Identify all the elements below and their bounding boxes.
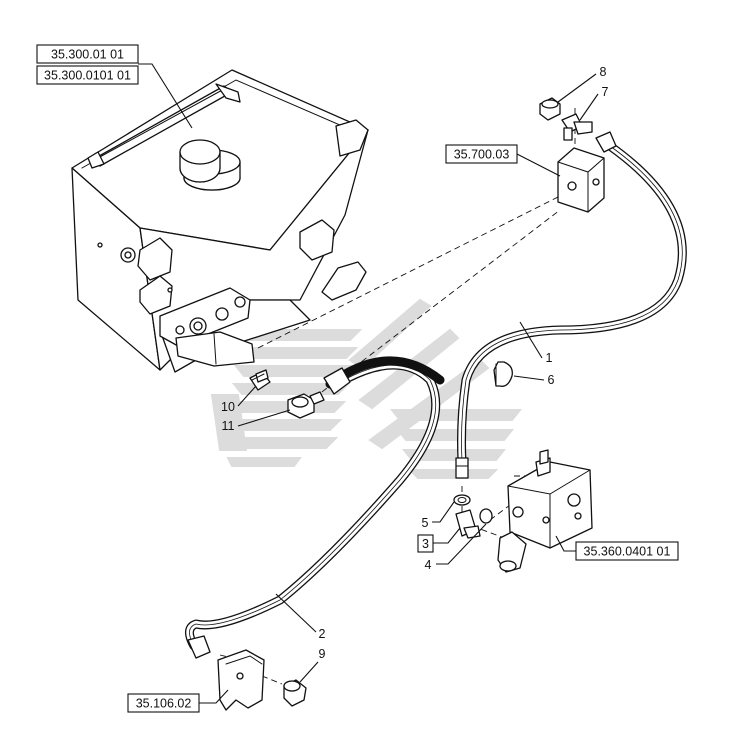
ref-box-valve-block: 35.360.0401 01 bbox=[575, 541, 679, 561]
callout-2: 2 bbox=[275, 593, 326, 641]
bracket bbox=[217, 649, 265, 711]
leader-tank-ref bbox=[138, 63, 193, 129]
callout-3: 3 bbox=[417, 527, 461, 553]
callout-6: 6 bbox=[513, 373, 555, 387]
ref-box-filter-block: 35.700.03 bbox=[445, 144, 518, 164]
svg-text:6: 6 bbox=[548, 373, 555, 387]
hydraulic-tank bbox=[71, 69, 369, 373]
svg-text:7: 7 bbox=[602, 85, 609, 99]
filter-block bbox=[557, 147, 605, 213]
mount-ear-lower bbox=[139, 275, 173, 315]
ref-box-tank-b: 35.300.0101 01 bbox=[36, 65, 139, 85]
callout-7: 7 bbox=[579, 85, 609, 121]
svg-text:35.700.03: 35.700.03 bbox=[454, 148, 510, 162]
mount-ear-left bbox=[137, 237, 173, 281]
svg-text:3: 3 bbox=[422, 537, 429, 551]
callout-4: 4 bbox=[425, 523, 487, 572]
callout-9: 9 bbox=[299, 647, 326, 683]
o-ring-4 bbox=[479, 508, 493, 524]
mount-ear-top bbox=[335, 119, 369, 157]
filler-cap bbox=[179, 139, 241, 191]
hose-2 bbox=[185, 356, 445, 659]
hose-1 bbox=[455, 131, 687, 479]
leader-valve-ref bbox=[555, 535, 576, 552]
ref-box-bracket: 35.106.02 bbox=[127, 693, 200, 713]
svg-text:35.300.0101 01: 35.300.0101 01 bbox=[44, 69, 131, 83]
valve-block bbox=[497, 449, 593, 573]
svg-text:1: 1 bbox=[546, 351, 553, 365]
tank-sight-gauge bbox=[87, 83, 241, 169]
callout-1: 1 bbox=[519, 321, 553, 365]
ref-box-tank-a: 35.300.01 01 bbox=[36, 44, 139, 64]
cap-9 bbox=[283, 679, 307, 707]
svg-text:35.360.0401 01: 35.360.0401 01 bbox=[584, 545, 671, 559]
cap-8 bbox=[539, 97, 561, 121]
svg-text:4: 4 bbox=[425, 558, 432, 572]
leader-bracket-ref bbox=[199, 689, 229, 704]
elbow-fitting-7 bbox=[561, 113, 593, 141]
svg-text:35.106.02: 35.106.02 bbox=[136, 697, 192, 711]
svg-text:10: 10 bbox=[221, 400, 235, 414]
svg-text:35.300.01 01: 35.300.01 01 bbox=[51, 48, 124, 62]
svg-text:11: 11 bbox=[222, 419, 235, 433]
elbow-fitting-11 bbox=[287, 391, 325, 419]
svg-text:5: 5 bbox=[422, 516, 429, 530]
leader-filter-ref bbox=[516, 153, 561, 177]
callout-8: 8 bbox=[557, 65, 607, 103]
mount-ear-right bbox=[299, 219, 335, 261]
clamp-6 bbox=[493, 361, 513, 387]
svg-text:2: 2 bbox=[319, 627, 326, 641]
fitting-10 bbox=[249, 369, 271, 391]
callout-11: 11 bbox=[222, 409, 291, 433]
svg-text:8: 8 bbox=[600, 65, 607, 79]
o-ring-5 bbox=[453, 494, 471, 506]
callout-5: 5 bbox=[422, 501, 455, 530]
callout-10: 10 bbox=[221, 385, 257, 414]
svg-text:9: 9 bbox=[319, 647, 326, 661]
